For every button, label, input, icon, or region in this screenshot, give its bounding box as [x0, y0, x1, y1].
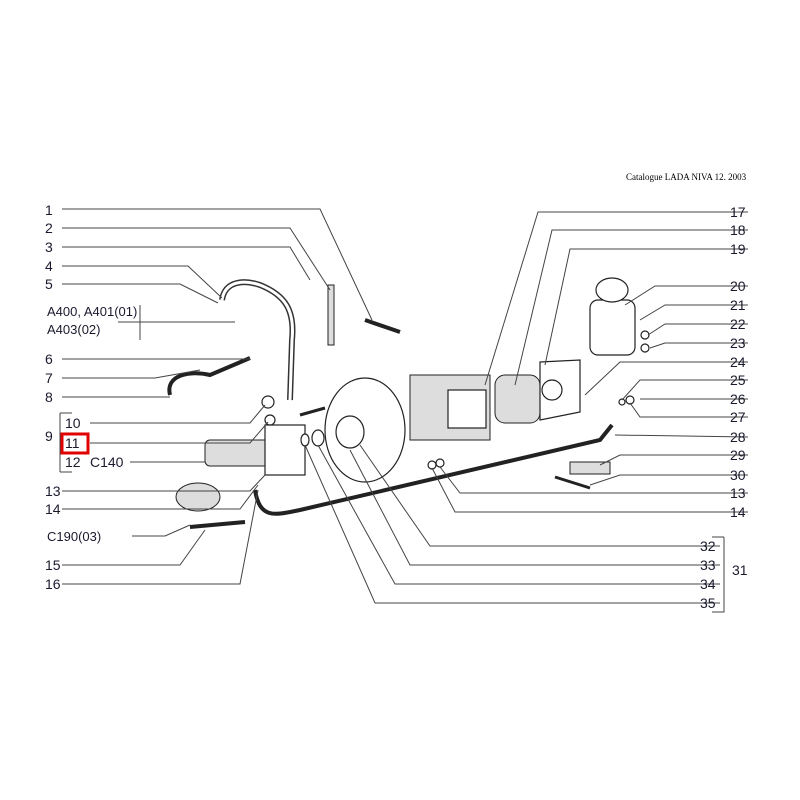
- callout-20: 20: [730, 278, 746, 294]
- bolt-2: [364, 318, 401, 334]
- callout-22: 22: [730, 316, 746, 332]
- highlight-box: [60, 432, 90, 455]
- callout-c190: C190(03): [47, 529, 101, 544]
- callout-17: 17: [730, 204, 746, 220]
- callout-3: 3: [45, 239, 53, 255]
- callout-28: 28: [730, 429, 746, 445]
- callout-23: 23: [730, 335, 746, 351]
- callout-19: 19: [730, 241, 746, 257]
- callout-9: 9: [45, 428, 53, 444]
- callout-29: 29: [730, 447, 746, 463]
- callout-34: 34: [700, 576, 716, 592]
- catalogue-header: Catalogue LADA NIVA 12. 2003: [626, 172, 747, 182]
- booster-rod: [299, 406, 326, 417]
- callout-2: 2: [45, 220, 53, 236]
- callout-8: 8: [45, 389, 53, 405]
- clip-29: [569, 461, 611, 475]
- callout-a400: A400, A401(01): [47, 304, 137, 319]
- callout-12: 12: [65, 454, 81, 470]
- callout-30: 30: [730, 467, 746, 483]
- callout-18: 18: [730, 222, 746, 238]
- callout-33: 33: [700, 557, 716, 573]
- vacuum-booster: [324, 377, 406, 483]
- callout-26: 26: [730, 391, 746, 407]
- parts-drawing: [167, 277, 650, 529]
- callout-25: 25: [730, 372, 746, 388]
- callout-11: 11: [65, 435, 80, 451]
- boot-18: [494, 374, 541, 424]
- callout-35: 35: [700, 595, 716, 611]
- callout-14-right: 14: [730, 504, 746, 520]
- left-callouts: 1 2 3 4 5 A400, A401(01) A403(02) 6 7 8 …: [45, 202, 137, 592]
- bolt-30: [554, 475, 591, 490]
- callout-7: 7: [45, 370, 53, 386]
- callout-4: 4: [45, 258, 53, 274]
- right-callouts: 17 18 19 20 21 22 23 24 25 26 27 28 29 3…: [700, 204, 748, 611]
- callout-14: 14: [45, 501, 61, 517]
- callout-6: 6: [45, 351, 53, 367]
- reservoir-20: [589, 299, 636, 356]
- pipe-6: [167, 356, 251, 396]
- bolt-15: [189, 520, 246, 529]
- callout-10: 10: [65, 415, 81, 431]
- callout-31: 31: [732, 562, 748, 578]
- brake-pipe: [253, 423, 614, 516]
- callout-24: 24: [730, 354, 746, 370]
- callout-15: 15: [45, 557, 61, 573]
- callout-21: 21: [730, 297, 746, 313]
- bracket-1: [327, 284, 335, 346]
- callout-16: 16: [45, 576, 61, 592]
- callout-1: 1: [45, 202, 53, 218]
- callout-5: 5: [45, 276, 53, 292]
- callout-c140: C140: [90, 454, 124, 470]
- leader-lines: [59, 208, 749, 613]
- callout-13-right: 13: [730, 485, 746, 501]
- callout-13: 13: [45, 483, 61, 499]
- callout-a403: A403(02): [47, 322, 100, 337]
- callout-32: 32: [700, 538, 716, 554]
- callout-27: 27: [730, 409, 746, 425]
- pressure-regulator: [175, 482, 221, 512]
